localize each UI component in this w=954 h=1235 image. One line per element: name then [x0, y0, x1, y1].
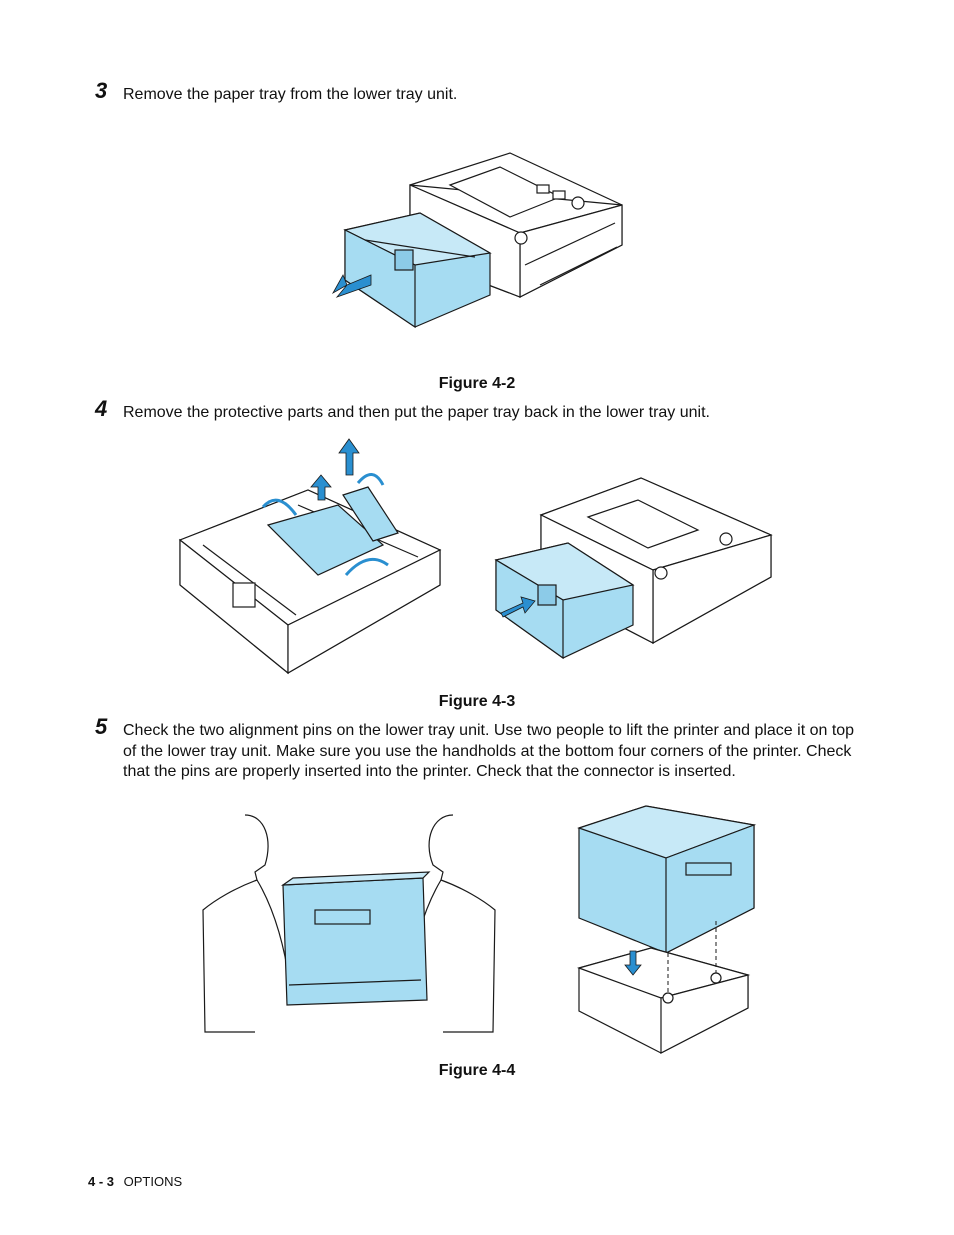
- figure-4-3-caption: Figure 4-3: [438, 693, 516, 710]
- figure-4-4-caption: Figure 4-4: [438, 1062, 516, 1079]
- page-footer: 4 - 3 OPTIONS: [88, 1174, 182, 1189]
- figure-4-3-tray-reinsert: [494, 477, 773, 660]
- figure-4-2-caption: Figure 4-2: [438, 375, 516, 392]
- figure-4-4-two-people-lifting: [202, 814, 496, 1033]
- step-text: Check the two alignment pins on the lowe…: [123, 722, 855, 780]
- figure-4-4-printer-on-tray: [577, 805, 757, 1054]
- step-number: 3: [95, 78, 108, 103]
- section-name: OPTIONS: [123, 1174, 183, 1189]
- step-number: 5: [95, 714, 108, 739]
- step-5: 5 Check the two alignment pins on the lo…: [95, 714, 875, 804]
- step-4: 4 Remove the protective parts and then p…: [95, 396, 875, 426]
- step-text: Remove the protective parts and then put…: [123, 404, 710, 421]
- figure-4-3-protective-parts: [178, 438, 442, 675]
- step-number: 4: [95, 396, 108, 421]
- figure-4-2-lower-tray-removal: [331, 152, 623, 329]
- step-3: 3 Remove the paper tray from the lower t…: [95, 78, 875, 108]
- step-text: Remove the paper tray from the lower tra…: [123, 86, 458, 103]
- page-number: 4 - 3: [88, 1174, 115, 1189]
